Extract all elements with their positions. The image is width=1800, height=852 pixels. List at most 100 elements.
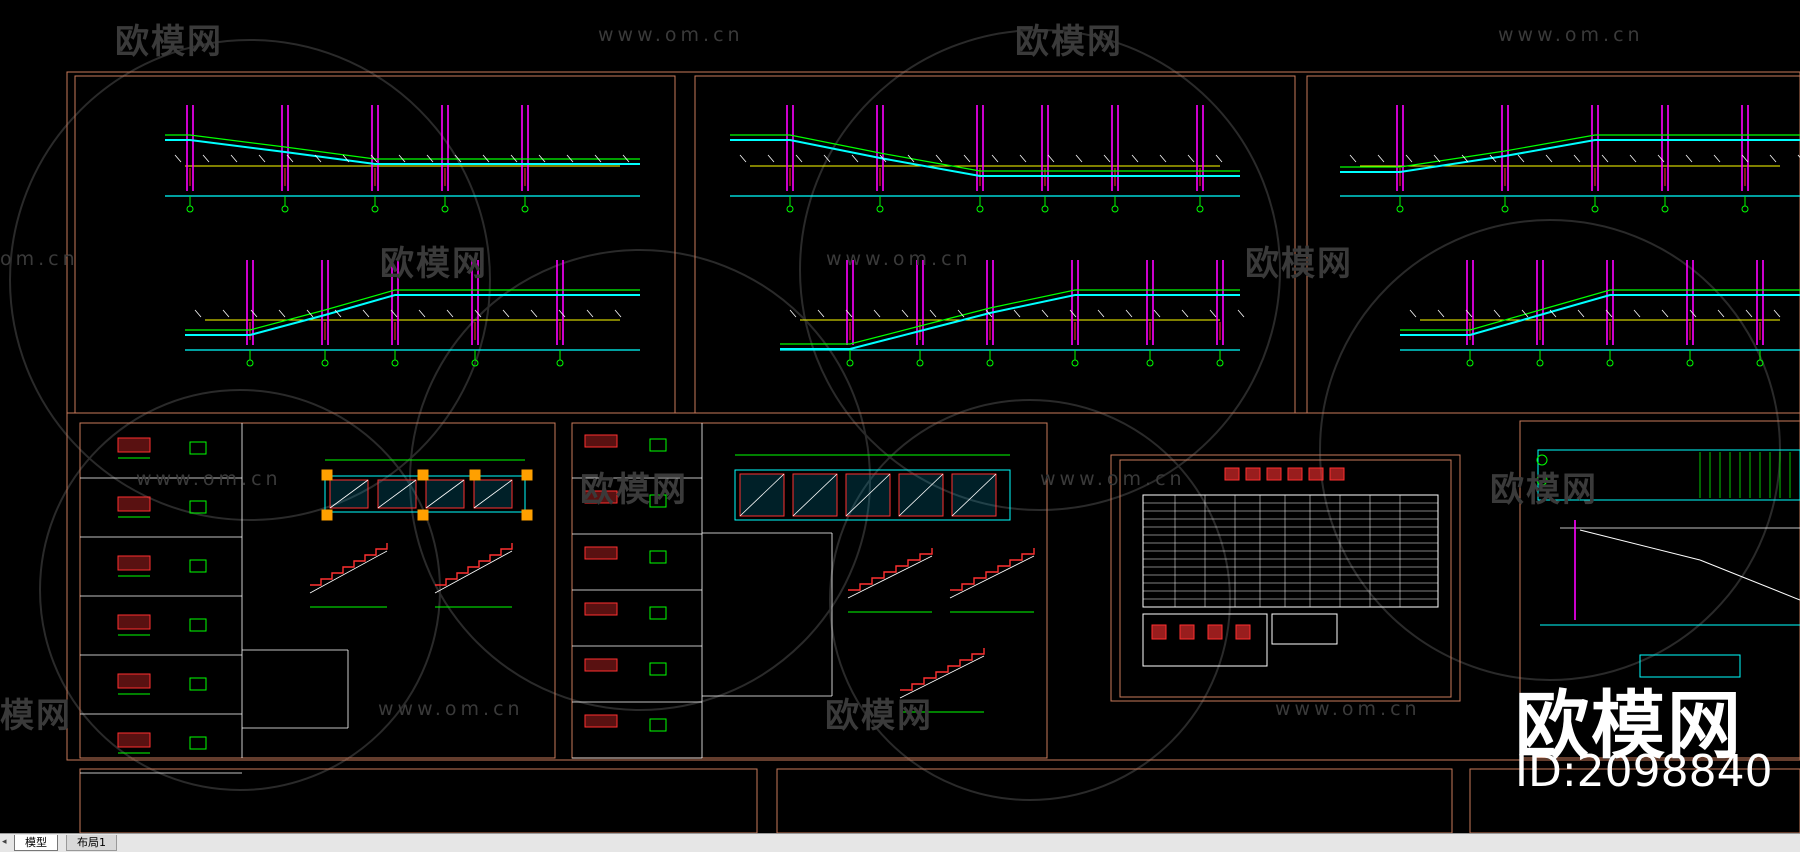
annotation-leader bbox=[1657, 154, 1665, 163]
annotation-leader bbox=[1047, 154, 1055, 163]
annotation-leader bbox=[1713, 154, 1721, 163]
watermark-url: www.om.cn bbox=[826, 248, 972, 270]
schedule-header-symbol bbox=[1329, 467, 1345, 481]
annotation-leader bbox=[474, 309, 482, 318]
column-marker bbox=[321, 509, 333, 521]
beam-top-line bbox=[165, 134, 640, 160]
annotation-leader bbox=[957, 309, 965, 318]
watermark-brand: 欧模网 bbox=[1245, 244, 1353, 284]
annotation-leader bbox=[879, 154, 887, 163]
watermark-ring bbox=[829, 399, 1231, 801]
stair-plan bbox=[1537, 449, 1800, 501]
tab-scroll-arrow-icon[interactable]: ◂ bbox=[2, 837, 7, 847]
beam-line bbox=[165, 139, 640, 165]
watermark-brand-partial: 模网 bbox=[0, 696, 72, 736]
detail-symbol bbox=[1207, 624, 1223, 640]
annotation-leader bbox=[194, 309, 202, 318]
annotation-leader bbox=[1097, 309, 1105, 318]
diagonal-line bbox=[377, 479, 417, 509]
grid-bubble bbox=[1741, 205, 1749, 213]
annotation-leader bbox=[482, 154, 490, 163]
annotation-leader bbox=[1209, 309, 1217, 318]
annotation-leader bbox=[1215, 154, 1223, 163]
diagonal-line bbox=[792, 473, 838, 517]
watermark-brand: 欧模网 bbox=[1015, 22, 1123, 62]
grid-bubble bbox=[556, 359, 564, 367]
watermark-ring bbox=[799, 29, 1281, 511]
section-detail bbox=[117, 496, 151, 512]
annotation-leader bbox=[817, 309, 825, 318]
annotation-leader bbox=[1237, 309, 1245, 318]
grid-bubble bbox=[1686, 359, 1694, 367]
stair-soffit bbox=[847, 555, 933, 599]
annotation-leader bbox=[594, 154, 602, 163]
stair-soffit bbox=[434, 550, 513, 594]
annotation-leader bbox=[1601, 154, 1609, 163]
grid-bubble bbox=[1396, 205, 1404, 213]
section-detail bbox=[189, 559, 207, 573]
annotation-leader bbox=[1769, 154, 1777, 163]
grid-bubble bbox=[1196, 205, 1204, 213]
cad-drawing[interactable] bbox=[0, 0, 1800, 833]
annotation-leader bbox=[1489, 154, 1497, 163]
section-detail bbox=[584, 602, 618, 616]
watermark-brand: 欧模网 bbox=[580, 470, 688, 510]
annotation-leader bbox=[1605, 309, 1613, 318]
grid-bubble bbox=[1071, 359, 1079, 367]
annotation-leader bbox=[446, 309, 454, 318]
annotation-leader bbox=[1745, 309, 1753, 318]
annotation-leader bbox=[1075, 154, 1083, 163]
stair-section bbox=[950, 548, 1035, 591]
sheet-border bbox=[79, 768, 758, 833]
annotation-leader bbox=[1717, 309, 1725, 318]
stair-section bbox=[848, 548, 933, 591]
diagonal-line bbox=[898, 473, 944, 517]
site-logo-brand: 欧模网 bbox=[1515, 683, 1743, 769]
annotation-leader bbox=[454, 154, 462, 163]
annotation-leader bbox=[622, 154, 630, 163]
annotation-leader bbox=[362, 309, 370, 318]
annotation-leader bbox=[510, 154, 518, 163]
grid-bubble bbox=[876, 205, 884, 213]
section-detail bbox=[1639, 654, 1741, 678]
drawing-canvas[interactable]: 欧模网 www.om.cn 欧模网 www.om.cn om.cn 欧模网 ww… bbox=[0, 0, 1800, 833]
section-detail bbox=[189, 736, 207, 750]
grid-bubble bbox=[1661, 205, 1669, 213]
sheet-border bbox=[1119, 459, 1452, 698]
annotation-leader bbox=[935, 154, 943, 163]
section-detail bbox=[584, 714, 618, 728]
section-detail bbox=[649, 438, 667, 452]
tab-layout1[interactable]: 布局1 bbox=[66, 835, 117, 851]
grid-bubble bbox=[521, 205, 529, 213]
annotation-leader bbox=[614, 309, 622, 318]
tab-model[interactable]: 模型 bbox=[14, 835, 58, 851]
stair-plan bbox=[734, 469, 1011, 521]
grid-bubble bbox=[786, 205, 794, 213]
annotation-leader bbox=[1797, 154, 1800, 158]
section-detail bbox=[189, 441, 207, 455]
sheet-border bbox=[74, 75, 676, 414]
sheet-border bbox=[776, 768, 1453, 833]
grid-bubble bbox=[186, 205, 194, 213]
schedule-header-symbol bbox=[1224, 467, 1240, 481]
annotation-leader bbox=[1433, 154, 1441, 163]
section-detail bbox=[584, 434, 618, 448]
section-detail bbox=[649, 718, 667, 732]
beam-top-line bbox=[1400, 289, 1800, 331]
diagonal-line bbox=[473, 479, 513, 509]
annotation-leader bbox=[1545, 154, 1553, 163]
watermark-url: www.om.cn bbox=[1498, 24, 1644, 46]
schedule-header-symbol bbox=[1287, 467, 1303, 481]
annotation-leader bbox=[1685, 154, 1693, 163]
beam-line bbox=[1400, 294, 1800, 336]
section-detail bbox=[117, 437, 151, 453]
annotation-leader bbox=[845, 309, 853, 318]
annotation-leader bbox=[1019, 154, 1027, 163]
column-marker bbox=[417, 509, 429, 521]
stair-soffit bbox=[949, 555, 1035, 599]
grid-bubble bbox=[1216, 359, 1224, 367]
beam-top-line bbox=[780, 289, 1240, 345]
diagonal-line bbox=[739, 473, 785, 517]
watermark-url: www.om.cn bbox=[598, 24, 744, 46]
annotation-leader bbox=[929, 309, 937, 318]
